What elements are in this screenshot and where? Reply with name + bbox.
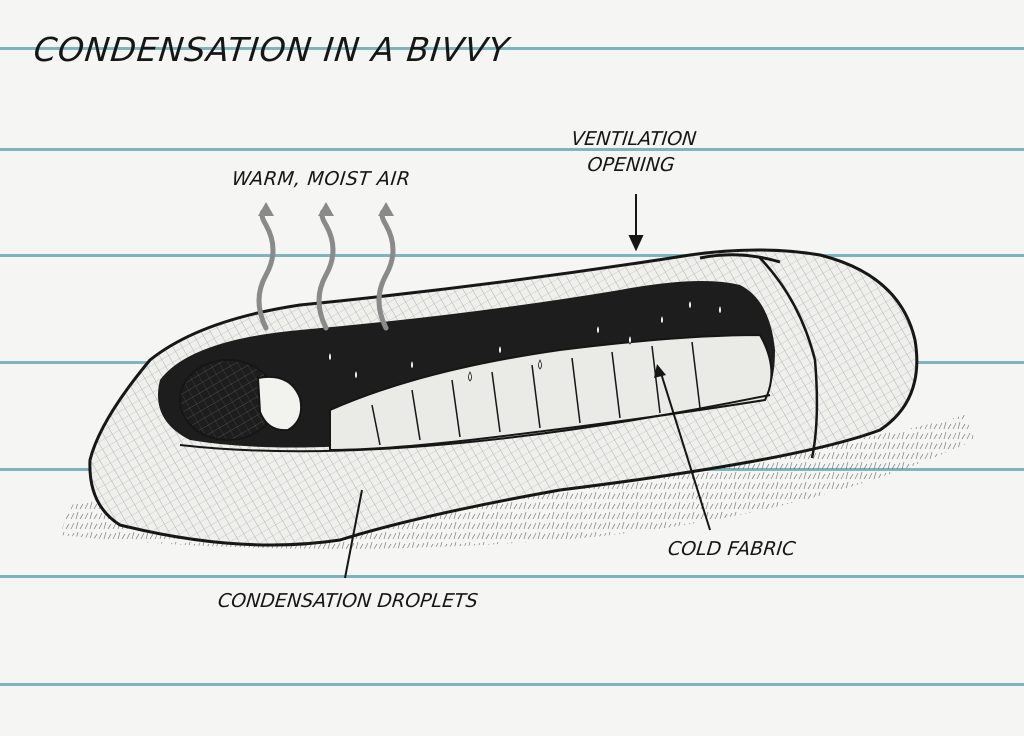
ruled-line: [0, 47, 1024, 50]
droplet-icon: [688, 299, 692, 310]
sleeping-bag: [329, 333, 773, 452]
droplet-icon: [498, 344, 502, 355]
label-ventilation-line2: OPENING: [586, 154, 676, 176]
droplet-icon: [354, 369, 358, 380]
sleeping-bag-baffles: [371, 341, 701, 446]
cold-fabric-leader-head: [654, 364, 666, 378]
arrow-head: [318, 202, 334, 216]
droplets-leader: [344, 489, 363, 579]
label-ventilation-opening: VENTILATION OPENING: [567, 126, 697, 178]
droplet-icon: [468, 371, 472, 382]
cold-fabric-leader: [659, 369, 711, 531]
droplet-icon: [628, 334, 632, 345]
vertical-zipper: [759, 257, 819, 459]
droplet-icon: [410, 359, 414, 370]
droplet-icon: [596, 324, 600, 335]
arrow-head: [378, 202, 394, 216]
droplet-icon: [718, 304, 722, 315]
droplet-icon: [660, 314, 664, 325]
ruled-line: [0, 683, 1024, 686]
diagram-title: CONDENSATION IN A BIVVY: [31, 30, 512, 69]
label-ventilation-line1: VENTILATION: [570, 128, 698, 150]
arrow-head: [258, 202, 274, 216]
droplet-icon: [328, 351, 332, 362]
ruled-line: [0, 575, 1024, 578]
hood-zipper: [699, 253, 781, 264]
label-warm-moist-air: WARM, MOIST AIR: [230, 168, 412, 190]
label-condensation-droplets: CONDENSATION DROPLETS: [216, 590, 480, 612]
condensation-droplets: [328, 299, 722, 382]
sleeper-face: [256, 376, 303, 432]
ruled-line: [0, 254, 1024, 257]
ruled-line: [0, 148, 1024, 151]
side-zipper: [179, 394, 771, 453]
down-arrow-icon: [628, 194, 644, 252]
label-cold-fabric: COLD FABRIC: [666, 538, 797, 560]
droplet-icon: [538, 359, 542, 370]
